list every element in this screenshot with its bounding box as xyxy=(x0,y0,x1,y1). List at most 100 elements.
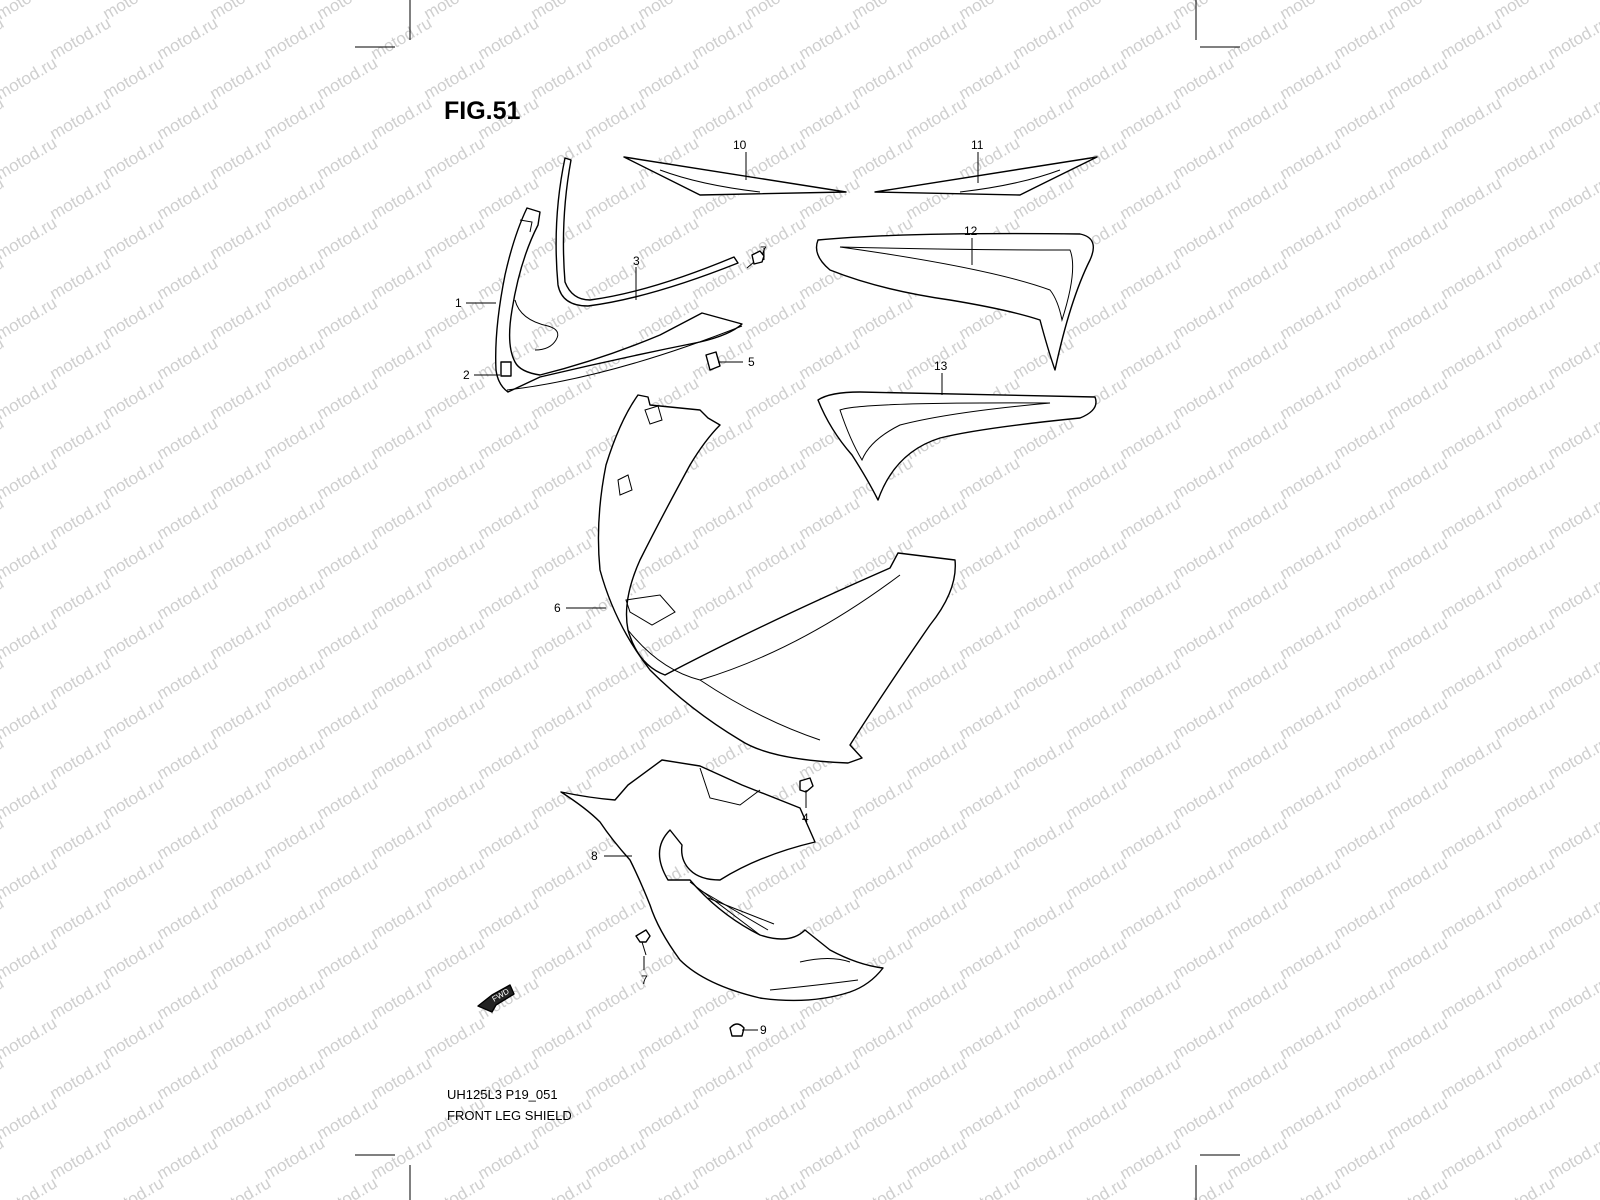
watermark-text: motod.ru xyxy=(1277,1013,1345,1063)
watermark-text: motod.ru xyxy=(0,453,60,503)
watermark-text: motod.ru xyxy=(796,173,864,223)
watermark-text: motod.ru xyxy=(154,13,222,63)
watermark-text: motod.ru xyxy=(100,373,168,423)
watermark-text: motod.ru xyxy=(742,373,810,423)
watermark-text: motod.ru xyxy=(154,973,222,1023)
watermark-text: motod.ru xyxy=(1331,973,1399,1023)
watermark-text: motod.ru xyxy=(368,253,436,303)
watermark-text: motod.ru xyxy=(1438,573,1506,623)
watermark-text: motod.ru xyxy=(100,1093,168,1143)
watermark-text: motod.ru xyxy=(314,1093,382,1143)
watermark-text: motod.ru xyxy=(528,0,596,23)
watermark-text: motod.ru xyxy=(475,493,543,543)
watermark-text: motod.ru xyxy=(849,1173,917,1200)
watermark-text: motod.ru xyxy=(689,1133,757,1183)
watermark-text: motod.ru xyxy=(689,573,757,623)
watermark-text: motod.ru xyxy=(742,1013,810,1063)
watermark-text: motod.ru xyxy=(1491,53,1559,103)
watermark-text: motod.ru xyxy=(1010,653,1078,703)
watermark-text: motod.ru xyxy=(421,853,489,903)
watermark-text: motod.ru xyxy=(796,1053,864,1103)
watermark-text: motod.ru xyxy=(1117,413,1185,463)
watermark-text: motod.ru xyxy=(903,1053,971,1103)
watermark-text: motod.ru xyxy=(1438,653,1506,703)
watermark-text: motod.ru xyxy=(1438,1133,1506,1183)
part-9-clip xyxy=(729,1023,745,1037)
watermark-text: motod.ru xyxy=(1331,173,1399,223)
watermark-text: motod.ru xyxy=(0,613,60,663)
watermark-text: motod.ru xyxy=(314,1173,382,1200)
callout-7-upper: 7 xyxy=(760,244,767,258)
watermark-text: motod.ru xyxy=(0,933,60,983)
watermark-text: motod.ru xyxy=(528,933,596,983)
part-11-emblem-right xyxy=(874,156,1098,196)
watermark-text: motod.ru xyxy=(849,1093,917,1143)
watermark-text: motod.ru xyxy=(1491,0,1559,23)
watermark-text: motod.ru xyxy=(1545,893,1600,943)
watermark-text: motod.ru xyxy=(421,373,489,423)
watermark-text: motod.ru xyxy=(1224,1133,1292,1183)
watermark-text: motod.ru xyxy=(742,1093,810,1143)
watermark-text: motod.ru xyxy=(1170,773,1238,823)
watermark-text: motod.ru xyxy=(1170,213,1238,263)
watermark-text: motod.ru xyxy=(207,853,275,903)
watermark-text: motod.ru xyxy=(1117,253,1185,303)
watermark-text: motod.ru xyxy=(368,93,436,143)
callout-4: 4 xyxy=(802,811,809,825)
watermark-text: motod.ru xyxy=(1545,573,1600,623)
watermark-text: motod.ru xyxy=(1384,693,1452,743)
watermark-text: motod.ru xyxy=(1010,893,1078,943)
watermark-text: motod.ru xyxy=(100,613,168,663)
watermark-text: motod.ru xyxy=(0,533,60,583)
watermark-text: motod.ru xyxy=(1545,493,1600,543)
watermark-text: motod.ru xyxy=(1384,533,1452,583)
watermark-text: motod.ru xyxy=(1224,1053,1292,1103)
watermark-text: motod.ru xyxy=(47,1133,115,1183)
watermark-text: motod.ru xyxy=(1331,13,1399,63)
watermark-text: motod.ru xyxy=(582,13,650,63)
watermark-text: motod.ru xyxy=(0,853,60,903)
watermark-text: motod.ru xyxy=(207,773,275,823)
watermark-text: motod.ru xyxy=(314,1013,382,1063)
part-10-emblem-left xyxy=(623,156,847,196)
watermark-text: motod.ru xyxy=(421,0,489,23)
watermark-text: motod.ru xyxy=(1224,173,1292,223)
watermark-text: motod.ru xyxy=(528,853,596,903)
watermark-text: motod.ru xyxy=(1277,453,1345,503)
watermark-text: motod.ru xyxy=(154,893,222,943)
watermark-text: motod.ru xyxy=(1491,1173,1559,1200)
watermark-text: motod.ru xyxy=(207,293,275,343)
watermark-text: motod.ru xyxy=(1491,1013,1559,1063)
watermark-text: motod.ru xyxy=(689,13,757,63)
watermark-text: motod.ru xyxy=(1170,853,1238,903)
watermark-text: motod.ru xyxy=(1384,0,1452,23)
watermark-text: motod.ru xyxy=(796,13,864,63)
leader-lines xyxy=(466,152,979,1031)
watermark-text: motod.ru xyxy=(1491,373,1559,423)
watermark-text: motod.ru xyxy=(956,453,1024,503)
watermark-text: motod.ru xyxy=(1491,1093,1559,1143)
watermark-text: motod.ru xyxy=(1438,733,1506,783)
watermark-text: motod.ru xyxy=(368,333,436,383)
watermark-text: motod.ru xyxy=(1224,813,1292,863)
watermark-text: motod.ru xyxy=(796,333,864,383)
watermark-text: motod.ru xyxy=(368,573,436,623)
watermark-text: motod.ru xyxy=(1117,973,1185,1023)
callout-5: 5 xyxy=(748,355,755,369)
watermark-text: motod.ru xyxy=(1063,1173,1131,1200)
watermark-text: motod.ru xyxy=(314,453,382,503)
watermark-text: motod.ru xyxy=(528,453,596,503)
watermark-text: motod.ru xyxy=(956,533,1024,583)
callout-7-lower: 7 xyxy=(641,973,648,987)
watermark-text: motod.ru xyxy=(1491,533,1559,583)
watermark-text: motod.ru xyxy=(903,653,971,703)
watermark-text: motod.ru xyxy=(1063,133,1131,183)
watermark-text: motod.ru xyxy=(635,1013,703,1063)
watermark-text: motod.ru xyxy=(154,253,222,303)
watermark-text: motod.ru xyxy=(1117,813,1185,863)
watermark-text: motod.ru xyxy=(261,93,329,143)
watermark-text: motod.ru xyxy=(849,0,917,23)
watermark-text: motod.ru xyxy=(100,1173,168,1200)
watermark-text: motod.ru xyxy=(1063,613,1131,663)
